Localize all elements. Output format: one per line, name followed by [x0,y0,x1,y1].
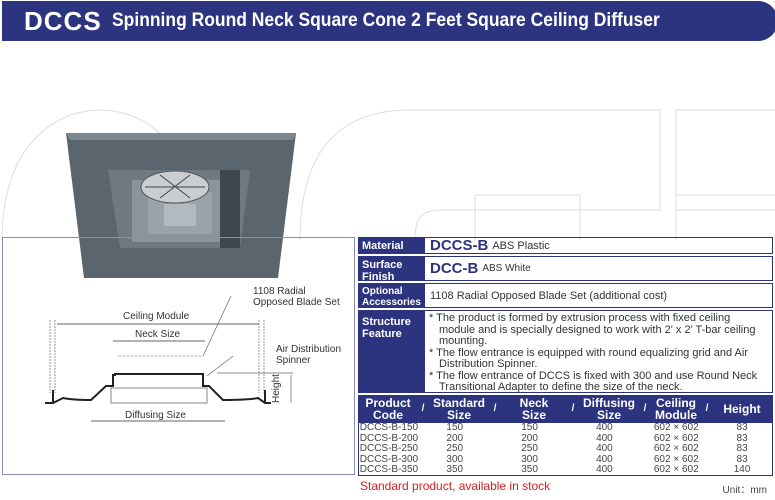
surface-label-2: Finish [362,271,395,283]
size-table: DCCS-B-150 150 150 400 602 × 602 83 DCCS-B-20… [358,423,773,476]
cell: 150 [521,423,538,433]
surface-code: DCC-B [430,260,479,277]
cell: DCCS-B-350 [359,464,419,475]
structure-label-2: Feature [362,328,402,340]
product-title: Spinning Round Neck Square Cone 2 Feet S… [111,10,660,31]
spinner-label-2: Spinner [276,355,311,366]
col-header: Ceiling [655,396,696,410]
col-header: Height [723,402,761,416]
cell: 83 [736,453,748,465]
cell: 602 × 602 [653,464,699,475]
cell: 350 [521,464,538,475]
cell: 300 [446,453,464,465]
cell: 250 [521,443,538,454]
neck-size-label: Neck Size [135,329,181,340]
cell: 200 [446,432,464,444]
cell: DCCS-B-250 [359,443,419,454]
cell: 83 [736,423,748,433]
blade-set-label: 1108 Radial [253,286,306,297]
height-label: Height [271,374,282,403]
table-row: DCCS-B-200 200 200 400 602 × 602 83 [359,432,772,445]
ceiling-module-label: Ceiling Module [123,311,190,322]
cell: 200 [521,432,538,444]
cell: 400 [596,464,613,475]
cell: 400 [596,432,613,444]
cell: 400 [596,443,613,454]
cell: DCCS-B-150 [359,423,419,433]
cell: DCCS-B-300 [359,453,419,465]
surface-value: ABS White [482,263,531,274]
cell: 400 [596,453,613,465]
col-header: Size [446,408,471,422]
table-row: DCCS-B-150 150 150 400 602 × 602 83 [359,423,772,434]
table-row: DCCS-B-350 350 350 400 602 × 602 140 [359,464,772,475]
col-header: Standard [432,396,485,410]
col-header: Neck [519,396,549,410]
col-header: Code [373,408,403,422]
cell: 350 [446,464,464,475]
cell: 602 × 602 [653,423,699,433]
unit-note: Unit：mm [722,485,767,496]
title-banner: DCCS Spinning Round Neck Square Cone 2 F… [2,1,775,41]
table-row: DCCS-B-300 300 300 400 602 × 602 83 [359,453,772,466]
cell: 602 × 602 [653,432,699,444]
stock-note: Standard product, available in stock [360,479,551,493]
material-code: DCCS-B [430,237,489,254]
col-header: Size [521,408,546,422]
material-value: ABS Plastic [492,239,550,252]
cell: 400 [596,423,613,433]
feature-item: * The flow entrance of DCCS is fixed wit… [429,369,758,393]
product-code: DCCS [24,5,102,36]
cell: 250 [446,443,464,454]
material-label: Material [359,238,425,253]
diffusing-size-label: Diffusing Size [125,410,186,421]
col-header: Module [655,408,697,422]
dimension-diagram: 1108 Radial Opposed Blade Set Ceiling Mo… [2,237,355,475]
cell: DCCS-B-200 [359,432,419,444]
cell: 602 × 602 [653,453,699,465]
diffuser-photo [66,133,296,278]
cell: 83 [736,443,748,454]
optional-label-2: Accessories [362,297,421,308]
optional-value: 1108 Radial Opposed Blade Set (additiona… [430,289,668,302]
spinner-label: Air Distribution [276,344,342,355]
col-header: Diffusing [583,396,635,410]
table-row: DCCS-B-250 250 250 400 602 × 602 83 [359,443,772,455]
structure-label: Structure [362,316,411,328]
cell: 83 [736,432,748,444]
surface-label: Surface [362,259,403,271]
col-header: Product [365,396,411,410]
blade-set-label-2: Opposed Blade Set [253,297,340,308]
optional-label: Optional [362,286,403,297]
cell: 150 [446,423,464,433]
feature-item: * The flow entrance is equipped with rou… [429,346,748,370]
cell: 602 × 602 [653,443,699,454]
cell: 140 [733,464,751,475]
feature-item: * The product is formed by extrusion pro… [429,312,756,347]
col-header: Size [596,408,621,422]
cell: 300 [521,453,538,465]
